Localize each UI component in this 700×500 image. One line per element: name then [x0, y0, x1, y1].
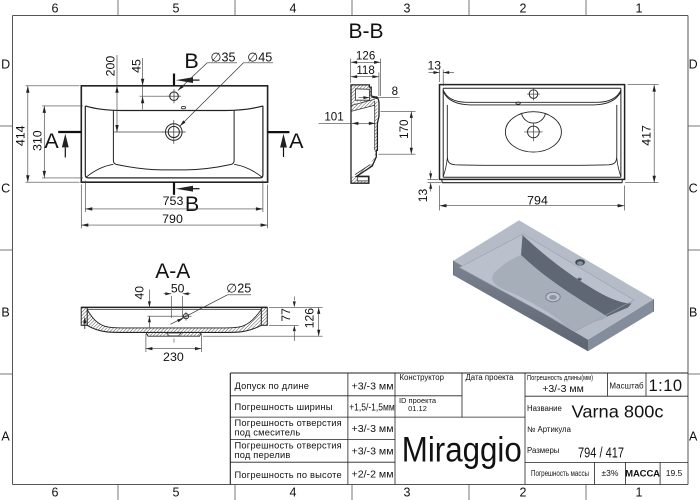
svg-text:414: 414: [14, 125, 28, 146]
svg-text:под перелив: под перелив: [235, 450, 291, 460]
svg-text:8: 8: [392, 85, 398, 98]
svg-text:Название: Название: [527, 404, 562, 413]
svg-text:A: A: [1, 429, 10, 443]
svg-text:01.12: 01.12: [408, 404, 427, 413]
svg-text:101: 101: [324, 111, 343, 124]
svg-text:126: 126: [303, 308, 317, 329]
svg-text:3: 3: [404, 1, 411, 15]
svg-text:4: 4: [290, 1, 297, 15]
svg-text:B: B: [1, 305, 9, 319]
svg-text:±3%: ±3%: [602, 468, 619, 478]
svg-text:∅35: ∅35: [211, 50, 236, 64]
svg-text:Погрешность по высоте: Погрешность по высоте: [235, 470, 342, 480]
svg-text:1: 1: [636, 1, 643, 15]
svg-text:+2/-2 мм: +2/-2 мм: [352, 468, 394, 480]
svg-text:под смеситель: под смеситель: [235, 428, 301, 438]
svg-text:Дата проекта: Дата проекта: [466, 373, 515, 382]
svg-text:+3/-3 мм: +3/-3 мм: [542, 383, 584, 395]
svg-text:B: B: [689, 305, 697, 319]
svg-text:B: B: [185, 192, 199, 216]
svg-text:Конструктор: Конструктор: [400, 373, 445, 382]
svg-text:№ Артикула: № Артикула: [527, 425, 572, 434]
svg-text:Varna 800c: Varna 800c: [572, 401, 664, 421]
svg-text:Масштаб: Масштаб: [609, 382, 644, 391]
svg-text:45: 45: [129, 59, 143, 73]
svg-text:4: 4: [290, 485, 297, 499]
svg-text:Погрешность длины(мм): Погрешность длины(мм): [527, 373, 593, 382]
svg-text:A: A: [289, 129, 304, 153]
svg-text:∅25: ∅25: [226, 282, 251, 296]
svg-text:13: 13: [416, 189, 430, 203]
svg-text:A: A: [44, 129, 59, 153]
svg-text:170: 170: [398, 120, 411, 139]
svg-text:50: 50: [171, 281, 185, 295]
svg-text:118: 118: [356, 64, 374, 77]
svg-text:Размеры: Размеры: [527, 446, 560, 455]
svg-text:Погрешность отверстия: Погрешность отверстия: [235, 441, 342, 451]
svg-text:6: 6: [52, 485, 59, 499]
svg-text:794 / 417: 794 / 417: [578, 445, 624, 462]
svg-text:D: D: [1, 57, 10, 71]
svg-text:6: 6: [52, 1, 59, 15]
svg-text:ID проекта: ID проекта: [399, 396, 437, 405]
svg-text:+1,5/-1,5мм: +1,5/-1,5мм: [349, 402, 395, 414]
svg-text:417: 417: [639, 125, 653, 146]
svg-text:B: B: [184, 49, 198, 73]
svg-text:Погрешность ширины: Погрешность ширины: [235, 402, 333, 412]
svg-text:40: 40: [133, 286, 147, 300]
svg-text:C: C: [1, 181, 10, 195]
svg-text:1:10: 1:10: [648, 377, 682, 395]
svg-text:Miraggio: Miraggio: [402, 430, 522, 470]
svg-text:5: 5: [173, 485, 180, 499]
svg-text:790: 790: [162, 212, 183, 226]
svg-text:+3/-3 мм: +3/-3 мм: [352, 380, 394, 392]
svg-text:77: 77: [279, 308, 293, 322]
svg-text:1: 1: [636, 485, 643, 499]
svg-text:B-B: B-B: [348, 20, 383, 43]
svg-text:∅45: ∅45: [247, 50, 272, 64]
svg-text:A: A: [689, 429, 698, 443]
svg-text:C: C: [689, 181, 698, 195]
svg-text:+3/-3 мм: +3/-3 мм: [352, 423, 394, 435]
svg-text:13: 13: [428, 58, 442, 72]
svg-text:Допуск по длине: Допуск по длине: [235, 381, 310, 391]
svg-text:2: 2: [520, 485, 527, 499]
svg-text:A-A: A-A: [155, 260, 190, 283]
svg-text:3: 3: [404, 485, 411, 499]
svg-text:5: 5: [173, 1, 180, 15]
svg-text:200: 200: [103, 56, 117, 77]
svg-text:+3/-3 мм: +3/-3 мм: [352, 445, 394, 457]
svg-text:126: 126: [356, 49, 375, 62]
svg-text:19.5: 19.5: [666, 468, 683, 478]
svg-text:230: 230: [163, 350, 184, 364]
svg-text:Погрешность отверстия: Погрешность отверстия: [235, 418, 342, 428]
svg-text:Погрешность массы: Погрешность массы: [531, 469, 589, 478]
svg-text:2: 2: [520, 1, 527, 15]
svg-text:310: 310: [31, 130, 45, 151]
svg-text:D: D: [689, 57, 698, 71]
svg-text:753: 753: [163, 194, 184, 208]
svg-text:794: 794: [527, 194, 548, 208]
svg-text:МАССА: МАССА: [625, 468, 660, 479]
